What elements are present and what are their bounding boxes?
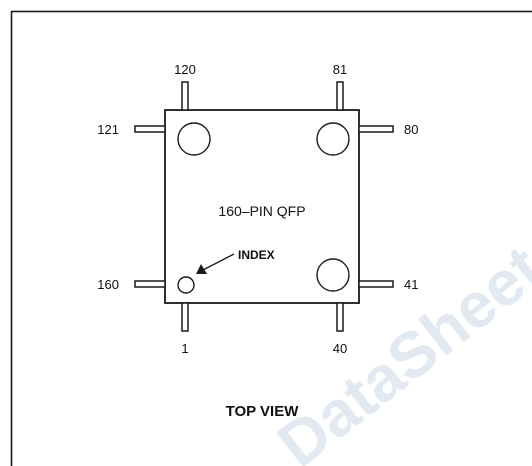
diagram-frame	[10, 10, 532, 466]
pin-121-lead	[134, 125, 166, 133]
package-label: 160–PIN QFP	[218, 203, 305, 219]
pin-label-41: 41	[404, 277, 418, 292]
pin-160-lead	[134, 280, 166, 288]
pin-label-81: 81	[333, 62, 347, 77]
mold-marks	[177, 122, 350, 294]
mold-mark-top-right	[316, 122, 350, 156]
pin-41-lead	[358, 280, 394, 288]
mold-mark-top-left	[177, 122, 211, 156]
pin-label-120: 120	[174, 62, 196, 77]
pin-40-lead	[336, 302, 344, 332]
index-label: INDEX	[238, 248, 275, 262]
pin-label-121: 121	[97, 122, 119, 137]
index-dot	[177, 276, 195, 294]
pin-label-80: 80	[404, 122, 418, 137]
pin-81-lead	[336, 81, 344, 111]
pin-label-40: 40	[333, 341, 347, 356]
pin-80-lead	[358, 125, 394, 133]
pin-1-lead	[181, 302, 189, 332]
index-arrow	[196, 253, 235, 274]
pin-label-1: 1	[181, 341, 188, 356]
pin-120-lead	[181, 81, 189, 111]
pin-leads	[134, 81, 394, 332]
pin-label-160: 160	[97, 277, 119, 292]
mold-mark-bottom-right	[316, 258, 350, 292]
view-label: TOP VIEW	[226, 403, 300, 420]
